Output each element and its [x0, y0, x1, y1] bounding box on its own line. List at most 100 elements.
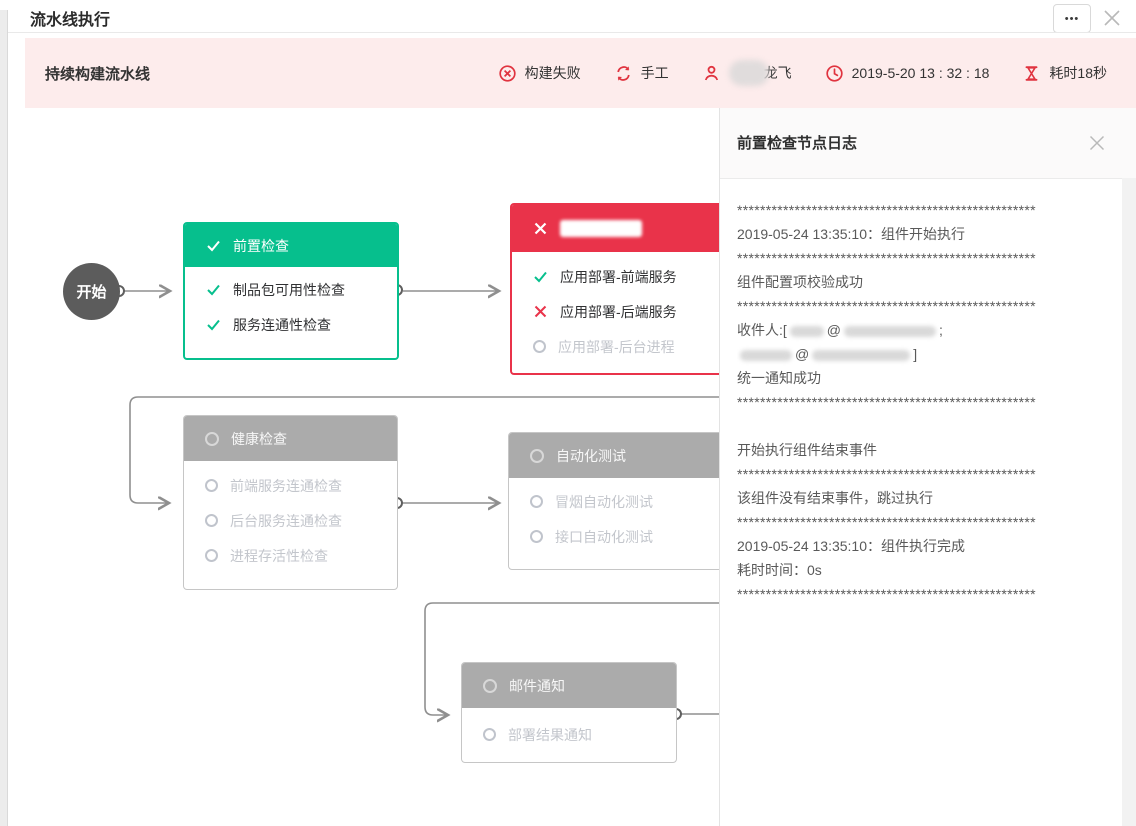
log-text-fragment: ;	[939, 322, 943, 338]
pending-circle-icon	[530, 448, 544, 463]
node-mail-header: 邮件通知	[462, 663, 676, 708]
node-precheck[interactable]: 前置检查 制品包可用性检查 服务连通性检查	[183, 222, 399, 360]
node-item-label: 制品包可用性检查	[233, 281, 345, 298]
refresh-icon	[616, 65, 630, 81]
page-gutter	[0, 10, 8, 826]
more-button[interactable]: •••	[1053, 4, 1091, 33]
redacted-blur	[812, 349, 911, 361]
start-node-label: 开始	[76, 284, 107, 301]
start-node[interactable]: 开始	[63, 263, 120, 320]
node-item[interactable]: 服务连通性检查	[185, 307, 397, 342]
redacted-blur	[844, 325, 936, 337]
pending-circle-icon	[483, 678, 497, 693]
pending-circle-icon	[205, 431, 219, 446]
pending-circle-icon	[205, 514, 218, 527]
header-divider	[8, 32, 1136, 33]
log-text-fragment: 收件人:[	[737, 322, 787, 338]
node-title: 自动化测试	[556, 447, 626, 464]
build-time-label: 2019-5-20 13 : 32 : 18	[851, 65, 990, 81]
executor-name: 龙飞	[763, 65, 792, 81]
build-duration: 耗时18秒	[1023, 63, 1107, 83]
node-item[interactable]: 应用部署-后端服务	[512, 294, 738, 329]
node-item[interactable]: 冒烟自动化测试	[509, 484, 732, 519]
log-line: 开始执行组件结束事件	[737, 442, 877, 458]
node-item-label: 应用部署-前端服务	[560, 268, 677, 285]
pending-circle-icon	[483, 728, 496, 741]
log-line: 耗时时间：0s	[737, 562, 822, 578]
log-line: ****************************************…	[737, 514, 1036, 530]
log-panel: 前置检查节点日志 *******************************…	[719, 108, 1136, 826]
node-item[interactable]: 应用部署-后台进程	[512, 329, 738, 364]
node-deploy-header	[512, 205, 738, 252]
node-item-label: 应用部署-后端服务	[560, 303, 677, 320]
node-precheck-body: 制品包可用性检查 服务连通性检查	[185, 267, 397, 342]
node-health[interactable]: 健康检查 前端服务连通检查 后台服务连通检查 进程存活性检查	[183, 415, 398, 590]
pending-circle-icon	[205, 549, 218, 562]
user-icon	[704, 65, 718, 80]
node-item[interactable]: 前端服务连通检查	[184, 468, 397, 503]
log-line: ****************************************…	[737, 586, 1036, 602]
node-deploy-body: 应用部署-前端服务 应用部署-后端服务 应用部署-后台进程	[512, 252, 738, 364]
node-item[interactable]: 接口自动化测试	[509, 519, 732, 554]
scrollbar-track[interactable]	[1122, 178, 1136, 826]
executor-redacted-blur	[728, 60, 769, 86]
node-deploy[interactable]: 应用部署-前端服务 应用部署-后端服务 应用部署-后台进程	[510, 203, 740, 375]
node-title: 邮件通知	[509, 677, 565, 694]
trigger-mode-label: 手工	[640, 65, 669, 81]
log-line: 2019-05-24 13:35:10：组件执行完成	[737, 538, 965, 554]
log-text-fragment: @	[795, 346, 810, 362]
log-line: 2019-05-24 13:35:10：组件开始执行	[737, 226, 965, 242]
log-line: ****************************************…	[737, 466, 1036, 482]
node-item[interactable]: 进程存活性检查	[184, 538, 397, 573]
pending-circle-icon	[205, 479, 218, 492]
node-health-body: 前端服务连通检查 后台服务连通检查 进程存活性检查	[184, 461, 397, 573]
node-title: 健康检查	[231, 430, 287, 447]
x-icon	[534, 305, 547, 318]
pipeline-name: 持续构建流水线	[45, 65, 151, 83]
node-item[interactable]: 制品包可用性检查	[185, 272, 397, 307]
redacted-blur	[789, 325, 824, 337]
log-panel-header: 前置检查节点日志	[720, 108, 1136, 179]
page-title: 流水线执行	[30, 12, 111, 29]
node-health-header: 健康检查	[184, 416, 397, 461]
check-icon	[207, 284, 220, 296]
node-item-label: 服务连通性检查	[233, 316, 331, 333]
redacted-node-title	[560, 220, 642, 237]
node-autotest-header: 自动化测试	[509, 433, 732, 478]
log-line: 组件配置项校验成功	[737, 274, 863, 290]
node-item[interactable]: 后台服务连通检查	[184, 503, 397, 538]
node-item[interactable]: 部署结果通知	[462, 717, 676, 752]
check-icon	[207, 319, 220, 331]
node-item[interactable]: 应用部署-前端服务	[512, 259, 738, 294]
log-line: ****************************************…	[737, 298, 1036, 314]
node-autotest-body: 冒烟自动化测试 接口自动化测试	[509, 478, 732, 554]
node-title: 前置检查	[233, 237, 289, 254]
build-status-bar: 持续构建流水线 构建失败 手工 龙飞	[25, 38, 1136, 108]
fail-circle-icon	[498, 64, 516, 82]
node-mail-body: 部署结果通知	[462, 708, 676, 752]
node-item-label: 前端服务连通检查	[230, 477, 342, 494]
log-text-fragment: ]	[913, 346, 918, 362]
node-autotest[interactable]: 自动化测试 冒烟自动化测试 接口自动化测试	[508, 432, 733, 570]
trigger-mode: 手工	[615, 63, 669, 83]
build-result-label: 构建失败	[524, 65, 581, 81]
executor: 龙飞	[703, 60, 792, 86]
log-line: ****************************************…	[737, 250, 1036, 266]
dialog-close-icon[interactable]	[1101, 7, 1123, 29]
more-dots-icon: •••	[1064, 12, 1080, 25]
log-panel-close-icon[interactable]	[1087, 133, 1107, 153]
node-mail[interactable]: 邮件通知 部署结果通知	[461, 662, 677, 763]
build-time: 2019-5-20 13 : 32 : 18	[825, 64, 990, 82]
build-result: 构建失败	[498, 63, 581, 83]
log-panel-title: 前置检查节点日志	[737, 135, 858, 152]
node-item-label: 冒烟自动化测试	[555, 493, 653, 510]
log-text-fragment: @	[826, 322, 841, 338]
log-line: 统一通知成功	[737, 370, 821, 386]
clock-icon	[825, 64, 843, 82]
status-items: 构建失败 手工 龙飞 2019-5-20 13 : 32 :	[498, 60, 1107, 86]
node-item-label: 接口自动化测试	[555, 528, 653, 545]
node-item-label: 应用部署-后台进程	[558, 338, 675, 355]
hourglass-icon	[1025, 65, 1038, 81]
log-line	[737, 414, 1110, 438]
node-item-label: 进程存活性检查	[230, 547, 328, 564]
